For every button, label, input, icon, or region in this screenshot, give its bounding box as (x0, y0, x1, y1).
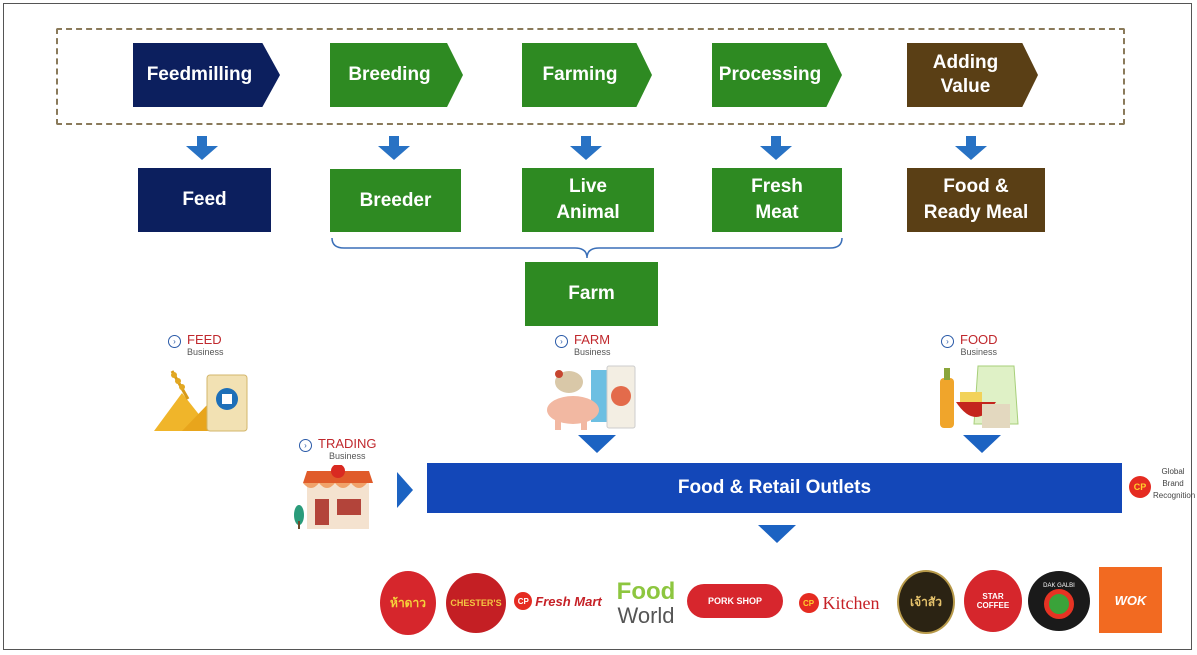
value-chain-border (56, 28, 1125, 125)
global-brand-recognition: CP Global Brand Recognition (1129, 466, 1195, 512)
food-retail-outlets-bar: Food & Retail Outlets (427, 463, 1122, 513)
retail-shop-icon (294, 465, 373, 529)
feed-sack-icon (154, 370, 248, 432)
chevron-circle-icon: › (941, 335, 954, 348)
farm-animals-icon (547, 365, 636, 430)
stage-adding-value: Adding Value (907, 43, 1038, 107)
diagram-frame (3, 3, 1192, 650)
arrow-down-farm (578, 435, 616, 453)
chesters-logo: CHESTER'S (446, 573, 506, 633)
star-coffee-logo: STAR COFFEE (964, 570, 1022, 632)
food-world-logo: Food World (616, 578, 676, 628)
arrow-down-outlets (758, 525, 796, 543)
cp-freshmart-logo: CP Fresh Mart (512, 588, 604, 614)
product-breeder: Breeder (330, 169, 461, 232)
product-live-animal: Live Animal (522, 168, 654, 232)
food-products-icon (940, 365, 1019, 428)
farm-box: Farm (525, 262, 658, 326)
stage-processing: Processing (712, 43, 842, 107)
product-food-ready-meal: Food & Ready Meal (907, 168, 1045, 232)
five-star-logo: ห้าดาว (380, 571, 436, 635)
chevron-circle-icon: › (555, 335, 568, 348)
stage-farming: Farming (522, 43, 652, 107)
chevron-circle-icon: › (168, 335, 181, 348)
chao-siw-logo: เจ้าสัว (897, 570, 955, 634)
chevron-circle-icon: › (299, 439, 312, 452)
cp-kitchen-logo: CP Kitchen (789, 590, 889, 616)
wok-logo: WOK (1099, 567, 1162, 633)
product-fresh-meat: Fresh Meat (712, 168, 842, 232)
product-feed: Feed (138, 168, 271, 232)
stage-breeding: Breeding (330, 43, 463, 107)
stage-feedmilling: Feedmilling (133, 43, 280, 107)
arrow-right-trading (397, 472, 413, 508)
group-brace (331, 237, 843, 259)
cp-pork-shop-logo: PORK SHOP (687, 584, 783, 618)
dak-galbi-logo: DAK GALBI (1028, 571, 1090, 631)
arrow-down-food (963, 435, 1001, 453)
cp-logo-icon: CP (1129, 476, 1151, 498)
